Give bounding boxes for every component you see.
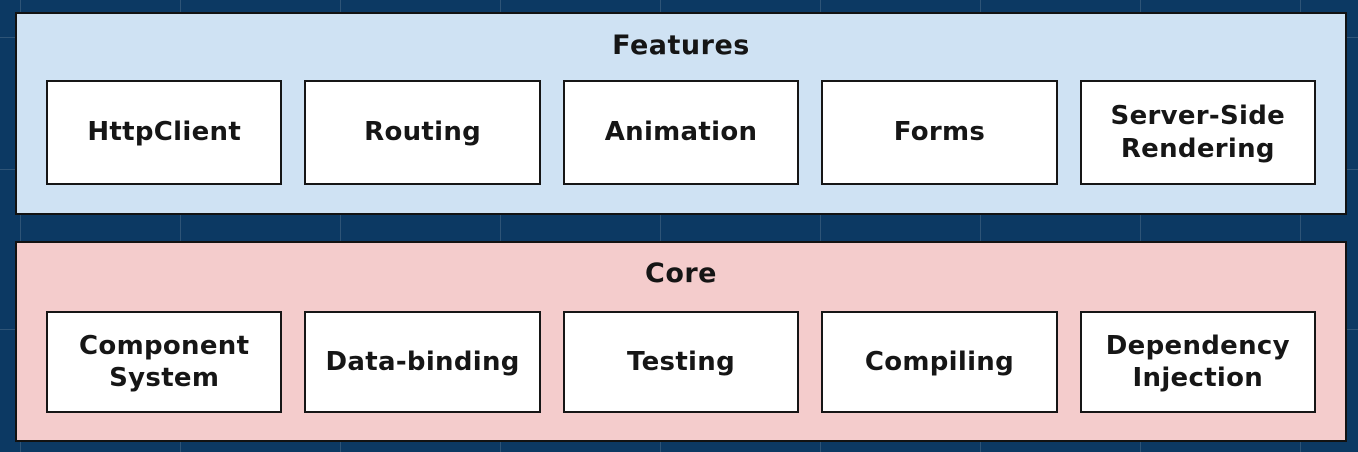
core-box-label: Component System	[79, 330, 250, 394]
feature-box-label: Routing	[364, 117, 482, 148]
core-box-label: Dependency Injection	[1105, 330, 1290, 394]
core-box-data-binding: Data-binding	[304, 311, 541, 413]
feature-box-server-side-rendering: Server-Side Rendering	[1079, 80, 1317, 185]
core-section-title: Core	[645, 258, 717, 289]
feature-box-routing: Routing	[304, 80, 541, 185]
core-box-testing: Testing	[562, 311, 800, 413]
core-box-label: Testing	[627, 346, 735, 377]
features-box-row: HttpClient Routing Animation Forms Serve…	[46, 80, 1317, 185]
feature-box-label: Animation	[604, 117, 758, 148]
feature-box-label: Forms	[893, 117, 986, 148]
core-box-row: Component System Data-binding Testing Co…	[46, 311, 1317, 413]
core-box-component-system: Component System	[46, 311, 283, 413]
core-box-label: Data-binding	[325, 346, 520, 377]
feature-box-httpclient: HttpClient	[46, 80, 283, 185]
features-section-title: Features	[612, 30, 750, 61]
feature-box-animation: Animation	[562, 80, 800, 185]
core-box-dependency-injection: Dependency Injection	[1079, 311, 1317, 413]
core-box-label: Compiling	[864, 346, 1015, 377]
core-box-compiling: Compiling	[821, 311, 1058, 413]
feature-box-label: HttpClient	[87, 117, 242, 148]
core-section-panel: Core Component System Data-binding Testi…	[15, 241, 1347, 442]
features-section-panel: Features HttpClient Routing Animation Fo…	[15, 12, 1347, 215]
feature-box-forms: Forms	[821, 80, 1058, 185]
feature-box-label: Server-Side Rendering	[1110, 101, 1286, 164]
